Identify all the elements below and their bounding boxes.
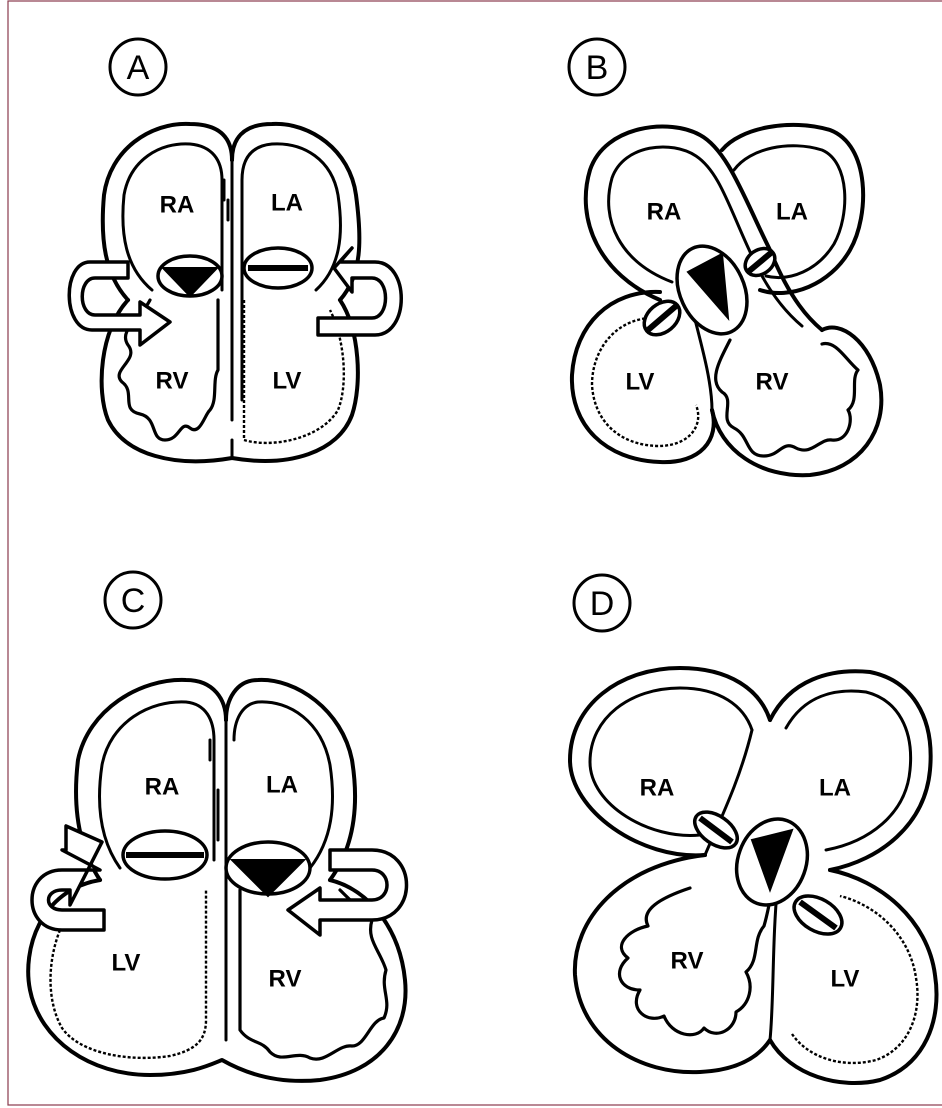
figure-border [8, 1, 942, 1105]
panel-a-label-lv: LV [273, 368, 302, 395]
panel-d-label-ra: RA [640, 775, 675, 802]
panel-c-label-la: LA [266, 772, 298, 799]
panel-c-label-rv: RV [269, 966, 302, 993]
panel-b-letter: B [586, 49, 609, 87]
panel-a-letter: A [127, 49, 150, 87]
panel-b-label-ra: RA [647, 199, 682, 226]
panel-b-label-lv: LV [626, 369, 655, 396]
panel-d-letter: D [590, 585, 615, 623]
panel-d-ra-inner [590, 688, 752, 835]
panel-b-label-rv: RV [756, 369, 789, 396]
panel-a-label-la: LA [271, 190, 303, 217]
panel-b: B RA LA LV RV [569, 39, 881, 475]
panel-b-label-la: LA [776, 199, 808, 226]
panel-a-label-ra: RA [160, 192, 195, 219]
panel-b-rv-trabeculations [716, 340, 858, 456]
panel-c-letter: C [121, 582, 146, 620]
panel-b-rv-outline [712, 327, 881, 475]
panel-d-la-inner [786, 691, 911, 850]
panel-c-label-ra: RA [145, 774, 180, 801]
panel-d-label-lv: LV [831, 966, 860, 993]
panel-c: C RA LA LV RV [28, 572, 406, 1081]
panel-d-label-rv: RV [671, 948, 704, 975]
panel-c-left-arrow [32, 826, 104, 930]
panel-a-right-arrow [318, 248, 401, 335]
panel-d-ra-outline [570, 668, 770, 855]
panel-c-label-lv: LV [112, 950, 141, 977]
panel-a: A RA LA RV LV [69, 39, 401, 461]
panel-c-septum [210, 720, 226, 1040]
panel-a-label-rv: RV [156, 368, 189, 395]
panel-d: D RA LA RV LV [570, 575, 937, 1083]
panel-a-left-arrow [69, 262, 170, 345]
panel-a-septum [224, 160, 232, 420]
panel-d-label-la: LA [819, 775, 851, 802]
